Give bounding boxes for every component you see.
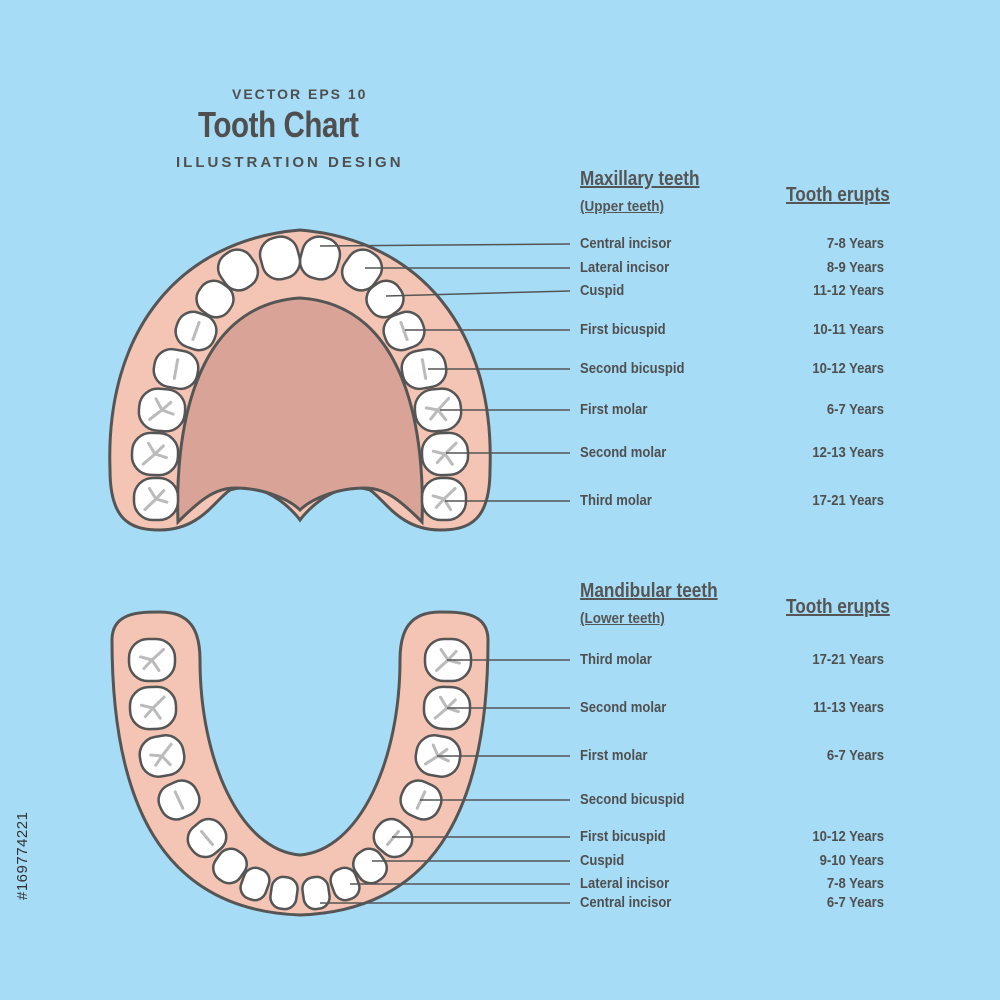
page-title: Tooth Chart bbox=[198, 104, 359, 145]
lower-first-bicuspid-right bbox=[372, 817, 414, 859]
maxillary-subheading: (Upper teeth) bbox=[580, 198, 665, 215]
lower-erupt-years: 7-8 Years bbox=[826, 876, 884, 892]
upper-tooth-name: Central incisor bbox=[580, 236, 672, 252]
upper-erupt-years: 8-9 Years bbox=[826, 260, 884, 276]
lower-third-molar-left bbox=[127, 637, 177, 683]
lower-erupt-years: 11-13 Years bbox=[813, 700, 884, 716]
vector-label: VECTOR EPS 10 bbox=[232, 86, 368, 102]
upper-tooth-name: Second molar bbox=[580, 445, 667, 461]
upper-second-bicuspid-right bbox=[400, 347, 448, 391]
lower-cuspid-left bbox=[212, 847, 248, 885]
upper-leader-line bbox=[385, 290, 571, 297]
lower-cuspid-right bbox=[352, 847, 388, 885]
lower-first-molar-left bbox=[138, 734, 186, 778]
lower-tooth-name: Central incisor bbox=[580, 895, 672, 911]
upper-tooth-name: Second bicuspid bbox=[580, 361, 685, 377]
upper-erupts-heading: Tooth erupts bbox=[786, 184, 890, 206]
upper-central-incisor-left bbox=[258, 235, 302, 281]
upper-leader-line bbox=[319, 243, 571, 247]
upper-first-bicuspid-left bbox=[174, 310, 218, 352]
upper-central-incisor-right bbox=[298, 235, 342, 281]
mandibular-subheading: (Lower teeth) bbox=[580, 610, 665, 627]
lower-lateral-incisor-left bbox=[239, 866, 271, 902]
lower-erupt-years: 9-10 Years bbox=[819, 853, 884, 869]
lower-tooth-name: First bicuspid bbox=[580, 829, 666, 845]
upper-cuspid-right bbox=[365, 279, 405, 319]
upper-erupt-years: 17-21 Years bbox=[812, 493, 884, 509]
palate bbox=[176, 296, 424, 526]
upper-second-molar-right bbox=[420, 431, 470, 477]
lower-tooth-name: Second molar bbox=[580, 700, 667, 716]
upper-tooth-name: First bicuspid bbox=[580, 322, 666, 338]
lower-second-molar-left bbox=[128, 685, 178, 731]
upper-cuspid-left bbox=[195, 279, 235, 319]
upper-tooth-name: Cuspid bbox=[580, 283, 625, 299]
lower-erupts-heading: Tooth erupts bbox=[786, 596, 890, 618]
upper-lateral-incisor-left bbox=[216, 248, 260, 292]
lower-erupt-years: 10-12 Years bbox=[812, 829, 884, 845]
upper-third-molar-right bbox=[420, 476, 468, 522]
upper-tooth-name: Lateral incisor bbox=[580, 260, 670, 276]
upper-erupt-years: 10-11 Years bbox=[813, 322, 884, 338]
upper-second-bicuspid-left bbox=[152, 347, 200, 391]
leader-lines bbox=[319, 243, 571, 904]
upper-tooth-name: First molar bbox=[580, 402, 648, 418]
lower-tooth-name: Cuspid bbox=[580, 853, 625, 869]
upper-erupt-years: 7-8 Years bbox=[826, 236, 884, 252]
mandibular-heading: Mandibular teeth bbox=[580, 580, 718, 602]
lower-central-incisor-left bbox=[269, 875, 299, 911]
maxillary-heading: Maxillary teeth bbox=[580, 168, 700, 190]
lower-teeth bbox=[127, 637, 473, 911]
lower-central-incisor-right bbox=[301, 875, 331, 911]
upper-erupt-years: 11-12 Years bbox=[813, 283, 884, 299]
lower-tooth-name: Lateral incisor bbox=[580, 876, 670, 892]
lower-first-bicuspid-left bbox=[186, 817, 228, 859]
upper-erupt-years: 12-13 Years bbox=[812, 445, 884, 461]
lower-erupt-years: 6-7 Years bbox=[826, 748, 884, 764]
lower-lateral-incisor-right bbox=[329, 866, 361, 902]
upper-first-molar-right bbox=[413, 387, 463, 433]
lower-erupt-years: 17-21 Years bbox=[812, 652, 884, 668]
upper-tooth-name: Third molar bbox=[580, 493, 652, 509]
lower-erupt-years: 6-7 Years bbox=[826, 895, 884, 911]
upper-teeth bbox=[130, 235, 470, 522]
stock-id: #169774221 bbox=[14, 811, 31, 900]
upper-erupt-years: 6-7 Years bbox=[826, 402, 884, 418]
page-subtitle: ILLUSTRATION DESIGN bbox=[176, 154, 404, 171]
upper-third-molar-left bbox=[132, 476, 180, 522]
upper-second-molar-left bbox=[130, 431, 180, 477]
lower-tooth-name: Second bicuspid bbox=[580, 792, 685, 808]
lower-second-bicuspid-left bbox=[157, 779, 201, 821]
upper-lateral-incisor-right bbox=[340, 248, 384, 292]
upper-first-bicuspid-right bbox=[382, 310, 426, 352]
upper-erupt-years: 10-12 Years bbox=[812, 361, 884, 377]
lower-tooth-name: Third molar bbox=[580, 652, 652, 668]
lower-tooth-name: First molar bbox=[580, 748, 648, 764]
upper-first-molar-left bbox=[137, 387, 187, 433]
